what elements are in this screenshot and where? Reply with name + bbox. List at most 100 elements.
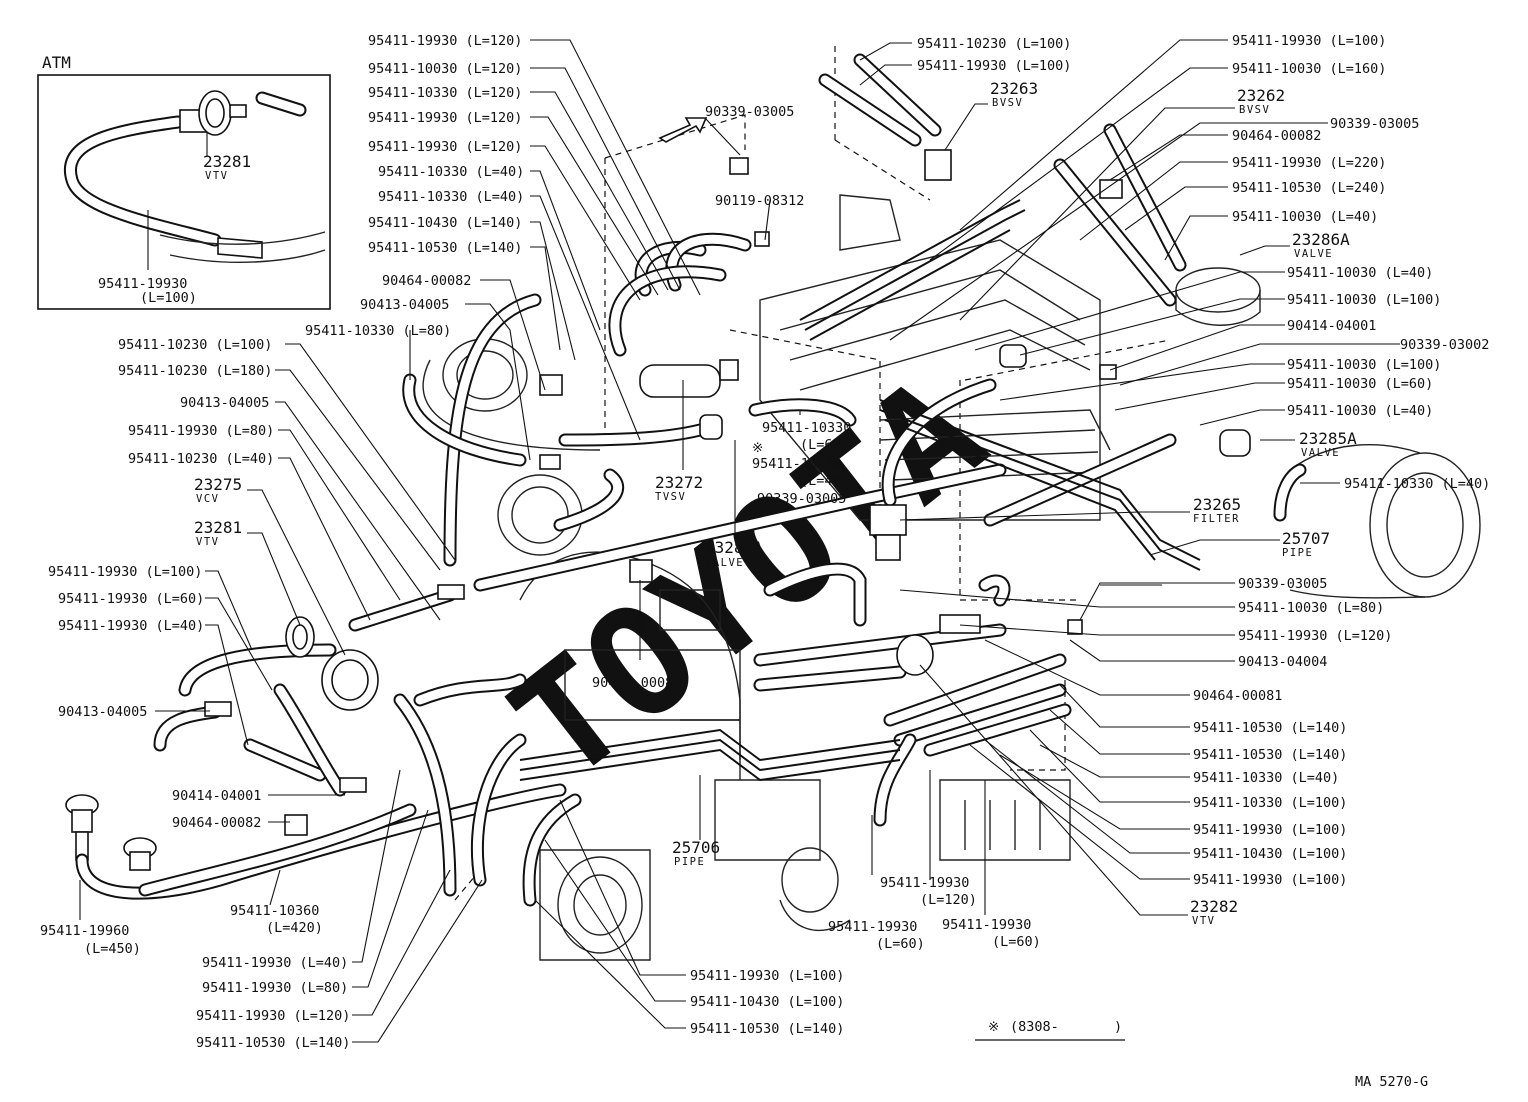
label-90339-03005-c: 90339-03005 (1238, 576, 1327, 592)
label-95411-19930-l120-e-length: (L=120) (920, 892, 977, 908)
label-95411-10360: 95411-10360 (230, 903, 319, 919)
label-95411-19930-l40-a: 95411-19930 (L=40) (58, 618, 204, 634)
label-95411-19930-l80: 95411-19930 (L=80) (128, 423, 274, 439)
label-23263-name: BVSV (992, 97, 1023, 109)
footnote-range-close: ) (1114, 1019, 1122, 1035)
part-labels: 95411-19930 (L=120) 95411-10030 (L=120) … (40, 33, 1490, 1051)
components (204, 149, 1251, 836)
inset-hose-number: 95411-19930 (98, 276, 187, 292)
hoses (75, 53, 1307, 907)
label-23263: 23263 (990, 79, 1038, 98)
label-95411-10030-l100-a: 95411-10030 (L=100) (1287, 292, 1441, 308)
label-95411-10330-l40-c-length: (L=40) (800, 473, 849, 489)
label-23286a: 23286A (1292, 230, 1350, 249)
inset-hose-length: (L=100) (140, 290, 197, 306)
label-90339-03005-a: 90339-03005 (705, 104, 794, 120)
label-95411-19930-l120-c: 95411-19930 (L=120) (368, 139, 522, 155)
label-95411-10330-l40-c: 95411-10330 (752, 456, 841, 472)
label-90413-04005-c: 90413-04005 (58, 704, 147, 720)
label-90413-04005-b: 90413-04005 (180, 395, 269, 411)
label-90464-00082-c: 90464-00082 (592, 675, 681, 691)
label-95411-10230-l180: 95411-10230 (L=180) (118, 363, 272, 379)
label-95411-10030-l40-b: 95411-10030 (L=40) (1287, 265, 1433, 281)
label-95411-19960-length: (L=450) (84, 941, 141, 957)
label-23282: 23282 (1190, 897, 1238, 916)
label-95411-10030-l40-a: 95411-10030 (L=40) (1232, 209, 1378, 225)
inset-vtv-number: 23281 (203, 152, 251, 171)
label-95411-10030-l120: 95411-10030 (L=120) (368, 61, 522, 77)
label-90339-03002: 90339-03002 (1400, 337, 1489, 353)
inset-vtv-23281 (179, 90, 247, 136)
label-90464-00081: 90464-00081 (1193, 688, 1282, 704)
label-95411-10330-l60: 95411-10330 (762, 420, 851, 436)
label-90464-00082-a: 90464-00082 (382, 273, 471, 289)
inset-vtv-name: VTV (205, 170, 228, 182)
sensor-left-bottom (65, 794, 157, 871)
label-95411-10330-l40-a: 95411-10330 (L=40) (378, 164, 524, 180)
label-95411-19930-l220: 95411-19930 (L=220) (1232, 155, 1386, 171)
footnote: ※ (8308- ) (975, 1019, 1125, 1041)
label-95411-19930-l100-d: 95411-19930 (L=100) (1232, 33, 1386, 49)
label-95411-10330-l120: 95411-10330 (L=120) (368, 85, 522, 101)
label-95411-10030-l100-b: 95411-10030 (L=100) (1287, 357, 1441, 373)
label-95411-19930-l100-a: 95411-19930 (L=100) (48, 564, 202, 580)
label-23275: 23275 (194, 475, 242, 494)
label-95411-10430-l100-b: 95411-10430 (L=100) (1193, 846, 1347, 862)
engine-assembly-drawing (65, 45, 1481, 961)
label-95411-10030-l160: 95411-10030 (L=160) (1232, 61, 1386, 77)
label-95411-10530-l240: 95411-10530 (L=240) (1232, 180, 1386, 196)
label-23265-name: FILTER (1193, 513, 1240, 525)
label-95411-19960: 95411-19960 (40, 923, 129, 939)
label-95411-10330-l80: 95411-10330 (L=80) (305, 323, 451, 339)
label-90414-04001-b: 90414-04001 (1287, 318, 1376, 334)
label-23285a-a: 23285A (705, 538, 763, 557)
label-95411-19930-l60-a: 95411-19930 (L=60) (58, 591, 204, 607)
label-95411-19930-l100-b: 95411-19930 (L=100) (690, 968, 844, 984)
leader-lines (79, 39, 1400, 1043)
label-95411-19930-l100-c: 95411-19930 (L=100) (917, 58, 1071, 74)
label-95411-19930-l100-e: 95411-19930 (L=100) (1193, 822, 1347, 838)
label-95411-10330-l60-length: (L=60) (800, 437, 849, 453)
label-23272-name: TVSV (655, 491, 686, 503)
label-95411-10360-length: (L=420) (266, 920, 323, 936)
label-95411-10030-l80: 95411-10030 (L=80) (1238, 600, 1384, 616)
label-95411-19930-l60-c-length: (L=60) (992, 934, 1041, 950)
label-23285a-a-name: VALVE (705, 557, 744, 569)
label-95411-19930-l60-c: 95411-19930 (942, 917, 1031, 933)
label-23262-name: BVSV (1239, 104, 1270, 116)
label-23275-name: VCV (196, 493, 219, 505)
atm-inset-frame (37, 74, 331, 310)
label-95411-19930-l40-b: 95411-19930 (L=40) (202, 955, 348, 971)
label-23265: 23265 (1193, 495, 1241, 514)
label-95411-10230-l100-b: 95411-10230 (L=100) (917, 36, 1071, 52)
label-95411-10230-l40: 95411-10230 (L=40) (128, 451, 274, 467)
label-95411-10330-l100: 95411-10330 (L=100) (1193, 795, 1347, 811)
label-90413-04005-a: 90413-04005 (360, 297, 449, 313)
label-95411-19930-l60-b-length: (L=60) (876, 936, 925, 952)
label-95411-10530-l140-e: 95411-10530 (L=140) (1193, 747, 1347, 763)
label-90464-00082-d: 90464-00082 (1232, 128, 1321, 144)
label-95411-10530-l140-a: 95411-10530 (L=140) (368, 240, 522, 256)
label-23285a-b-name: VALVE (1301, 447, 1340, 459)
footnote-mark: ※ (988, 1019, 999, 1035)
label-95411-19930-l120-d: 95411-19930 (L=120) (196, 1008, 350, 1024)
label-95411-19930-l60-b: 95411-19930 (828, 919, 917, 935)
label-95411-10330-l40-b: 95411-10330 (L=40) (378, 189, 524, 205)
label-95411-10530-l140-d: 95411-10530 (L=140) (1193, 720, 1347, 736)
atm-inset: ATM 23281 VTV 95411-19930 (L=100) (37, 53, 331, 310)
label-23282-name: VTV (1192, 915, 1215, 927)
label-23281-name: VTV (196, 536, 219, 548)
label-90464-00082-b: 90464-00082 (172, 815, 261, 831)
label-95411-19930-l120-a: 95411-19930 (L=120) (368, 33, 522, 49)
label-90414-04001-a: 90414-04001 (172, 788, 261, 804)
label-95411-10330-l40-d: 95411-10330 (L=40) (1344, 476, 1490, 492)
label-90339-03005-b: 90339-03005 (1330, 116, 1419, 132)
label-95411-10030-l60: 95411-10030 (L=60) (1287, 376, 1433, 392)
label-25707-name: PIPE (1282, 547, 1313, 559)
label-note-mark: ※ (752, 440, 763, 456)
label-90413-04004: 90413-04004 (1238, 654, 1327, 670)
pipe-bundles (519, 199, 1201, 782)
footnote-range-open: (8308- (1010, 1019, 1059, 1035)
label-23272: 23272 (655, 473, 703, 492)
